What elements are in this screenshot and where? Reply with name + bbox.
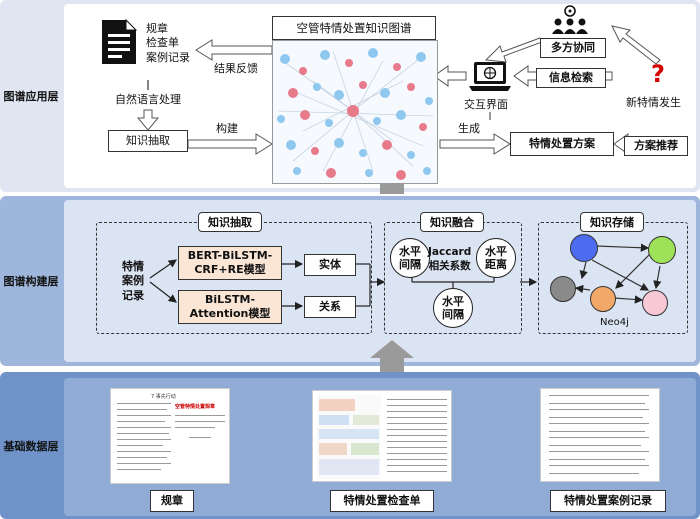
neo4j-node-green: [648, 236, 676, 264]
model1-box: BERT-BiLSTM- CRF+RE模型: [178, 246, 282, 280]
model2-box: BiLSTM- Attention模型: [178, 290, 282, 324]
event-to-collab-arrow: [611, 25, 661, 65]
fusion-group-title: 知识融合: [420, 212, 484, 232]
recommend-box: 方案推荐: [624, 136, 688, 156]
doc1-title: 7 事先行动: [151, 394, 176, 400]
build-label: 构建: [216, 122, 238, 135]
nlp-box: 自然语言处理: [115, 93, 181, 107]
neo4j-node-blue: [570, 234, 598, 262]
fusion-circle-3: 水平 间隔: [433, 288, 473, 328]
extraction-box: 知识抽取: [108, 130, 188, 152]
build-arrow: [187, 133, 273, 155]
team-icon: [550, 4, 590, 36]
generate-arrow: [439, 133, 511, 155]
feedback-arrow: [195, 39, 273, 61]
neo4j-node-pink: [642, 290, 668, 316]
kg-title: 空管特情处置知识图谱: [272, 16, 436, 40]
search-box: 信息检索: [536, 68, 606, 88]
neo4j-node-orange: [590, 286, 616, 312]
application-layer-label: 图谱应用层: [3, 90, 59, 103]
doc1-thumbnail: 7 事先行动 空管特情处置规章: [110, 388, 230, 484]
neo4j-node-grey: [550, 276, 576, 302]
foundation-layer-label: 基础数据层: [3, 439, 59, 453]
doc2-thumbnail: [312, 390, 452, 482]
doc-records-label: 规章 检查单 案例记录: [146, 22, 190, 64]
laptop-icon: [468, 60, 512, 94]
nlp-down-arrow: [136, 109, 160, 131]
doc3-label: 特情处置案例记录: [550, 490, 666, 512]
neo4j-edges: [574, 243, 662, 304]
extraction-group-title: 知识抽取: [198, 212, 262, 232]
up-arrow-bottom: [370, 340, 414, 372]
doc2-label: 特情处置检查单: [330, 490, 434, 512]
collab-box: 多方协同: [540, 38, 606, 58]
interface-label: 交互界面: [464, 98, 508, 111]
interface-to-kg-arrow: [433, 65, 467, 87]
generate-label: 生成: [458, 122, 480, 135]
question-icon: ?: [651, 60, 665, 88]
collab-arrow: [484, 37, 543, 63]
neo4j-label: Neo4j: [600, 317, 629, 328]
entity-box: 实体: [304, 254, 356, 276]
document-icon: [100, 18, 138, 66]
fusion-circle-2: 水平 距离: [476, 238, 516, 278]
plan-box: 特情处置方案: [510, 132, 614, 156]
doc1-label: 规章: [150, 490, 194, 512]
jaccard-label: Jaccard 相关系数: [428, 246, 472, 272]
doc1-red-title: 空管特情处置规章: [175, 404, 216, 410]
relation-box: 关系: [304, 296, 356, 318]
records-branch: [149, 259, 538, 311]
construction-layer-label: 图谱构建层: [3, 275, 59, 288]
feedback-label: 结果反馈: [214, 62, 258, 75]
records-label: 特情 案例 记录: [122, 260, 144, 302]
storage-group-title: 知识存储: [580, 212, 644, 232]
kg-graph-image: [272, 40, 438, 184]
doc3-thumbnail: [540, 388, 660, 482]
fusion-circle-1: 水平 间隔: [390, 238, 430, 278]
new-event-label: 新特情发生: [626, 96, 681, 109]
